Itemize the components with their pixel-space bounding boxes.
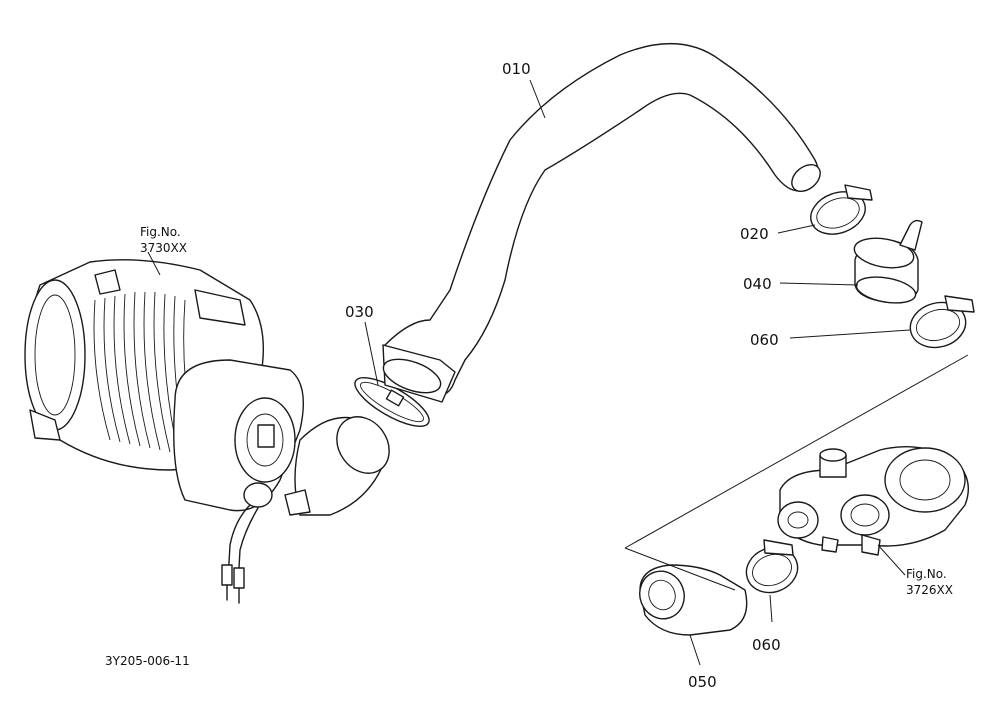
label-060-upper: 060 bbox=[750, 331, 779, 349]
label-020: 020 bbox=[740, 225, 769, 243]
hose-010 bbox=[382, 42, 821, 403]
leader-lines bbox=[147, 79, 969, 666]
hose-elbow-050 bbox=[639, 564, 748, 636]
label-040: 040 bbox=[743, 275, 772, 293]
air-cleaner-assembly bbox=[24, 259, 390, 604]
label-030: 030 bbox=[345, 303, 374, 321]
turbocharger-assembly bbox=[777, 445, 969, 556]
labels: 010 020 030 040 050 060 060 Fig.No. 3730… bbox=[105, 60, 953, 691]
pipe-joint-040 bbox=[853, 219, 923, 304]
ref-turbo-line1: Fig.No. bbox=[906, 567, 947, 581]
ref-air-cleaner-line2: 3730XX bbox=[140, 241, 187, 255]
ref-air-cleaner-line1: Fig.No. bbox=[140, 225, 181, 239]
label-060-lower: 060 bbox=[752, 636, 781, 654]
clamp-020 bbox=[810, 184, 873, 235]
clamp-030 bbox=[354, 377, 430, 427]
ref-turbo-line2: 3726XX bbox=[906, 583, 953, 597]
label-010: 010 bbox=[502, 60, 531, 78]
clamp-060-lower bbox=[745, 539, 799, 594]
clamp-060-upper bbox=[909, 295, 975, 349]
drawing-id: 3Y205-006-11 bbox=[105, 654, 190, 668]
label-050: 050 bbox=[688, 673, 717, 691]
